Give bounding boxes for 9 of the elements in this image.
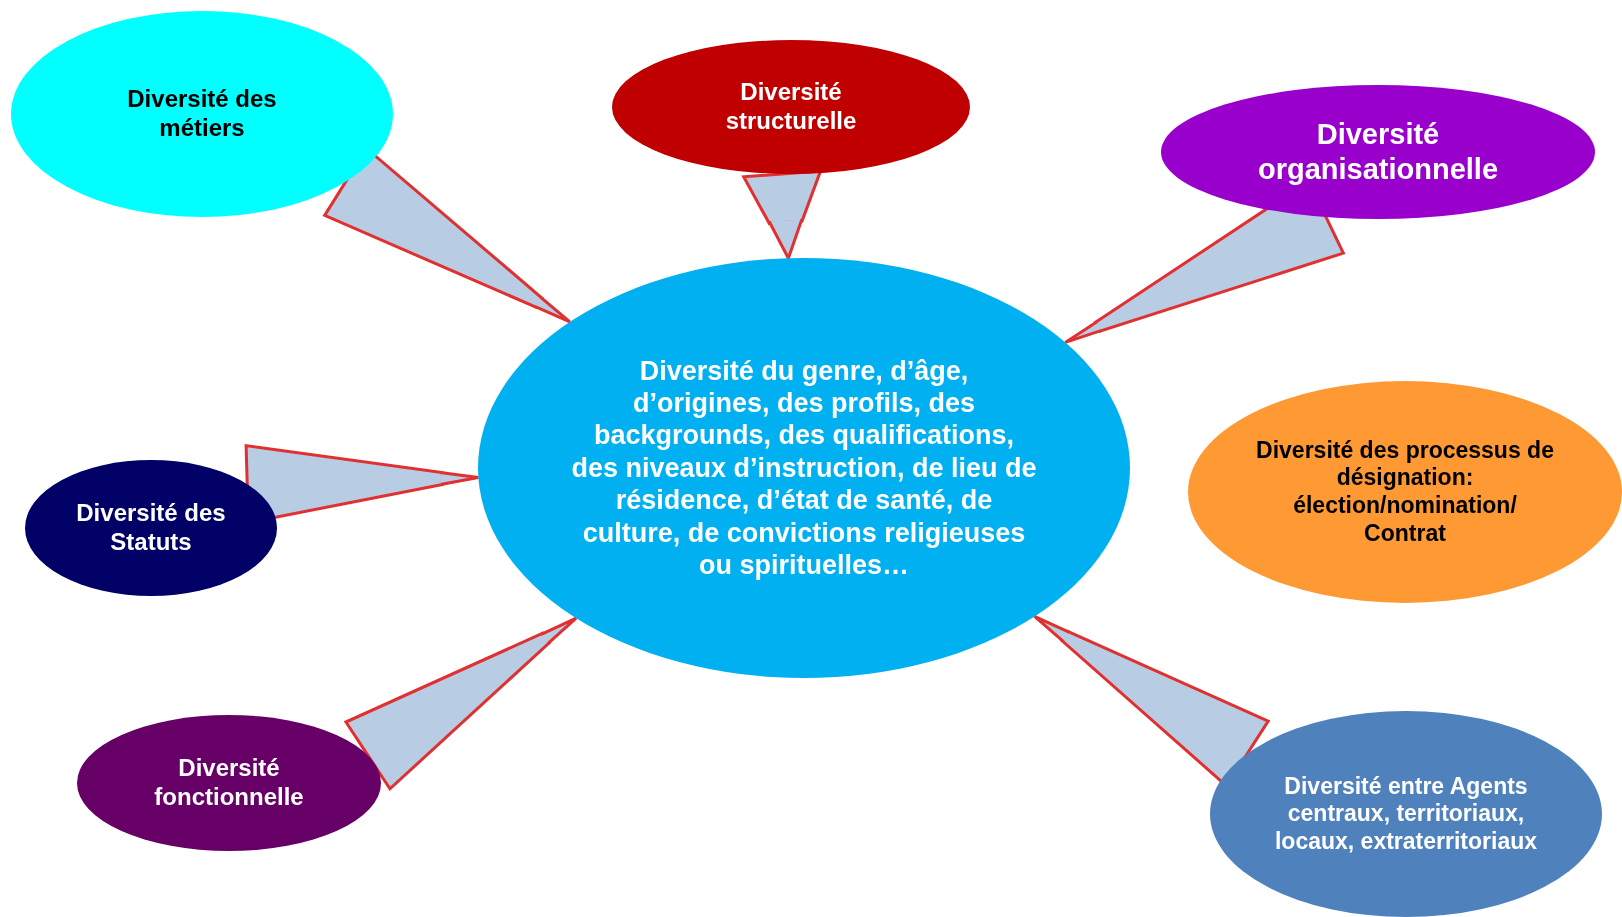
node-text: Diversité du genre, d’âge, d’origines, des profils, des backgrounds, des qualifications, des niveaux d’instruction, de lieu de résidence, d’état de santé, de culture, de convictions religieuses ou spirituelles… bbox=[570, 354, 1038, 582]
wedge-arrow bbox=[343, 616, 578, 792]
node-text: Diversité organisationnelle bbox=[1256, 117, 1500, 187]
node-text: Diversité des processus de désignation: élection/nomination/ Contrat bbox=[1255, 436, 1555, 548]
node-text: Diversité des Statuts bbox=[75, 499, 227, 557]
node-text: Diversité structurelle bbox=[724, 78, 858, 136]
node-text: Diversité des métiers bbox=[126, 85, 278, 143]
node-text: Diversité entre Agents centraux, territoriaux, locaux, extraterritoriaux bbox=[1273, 772, 1539, 856]
node-text: Diversité fonctionnelle bbox=[153, 754, 305, 812]
